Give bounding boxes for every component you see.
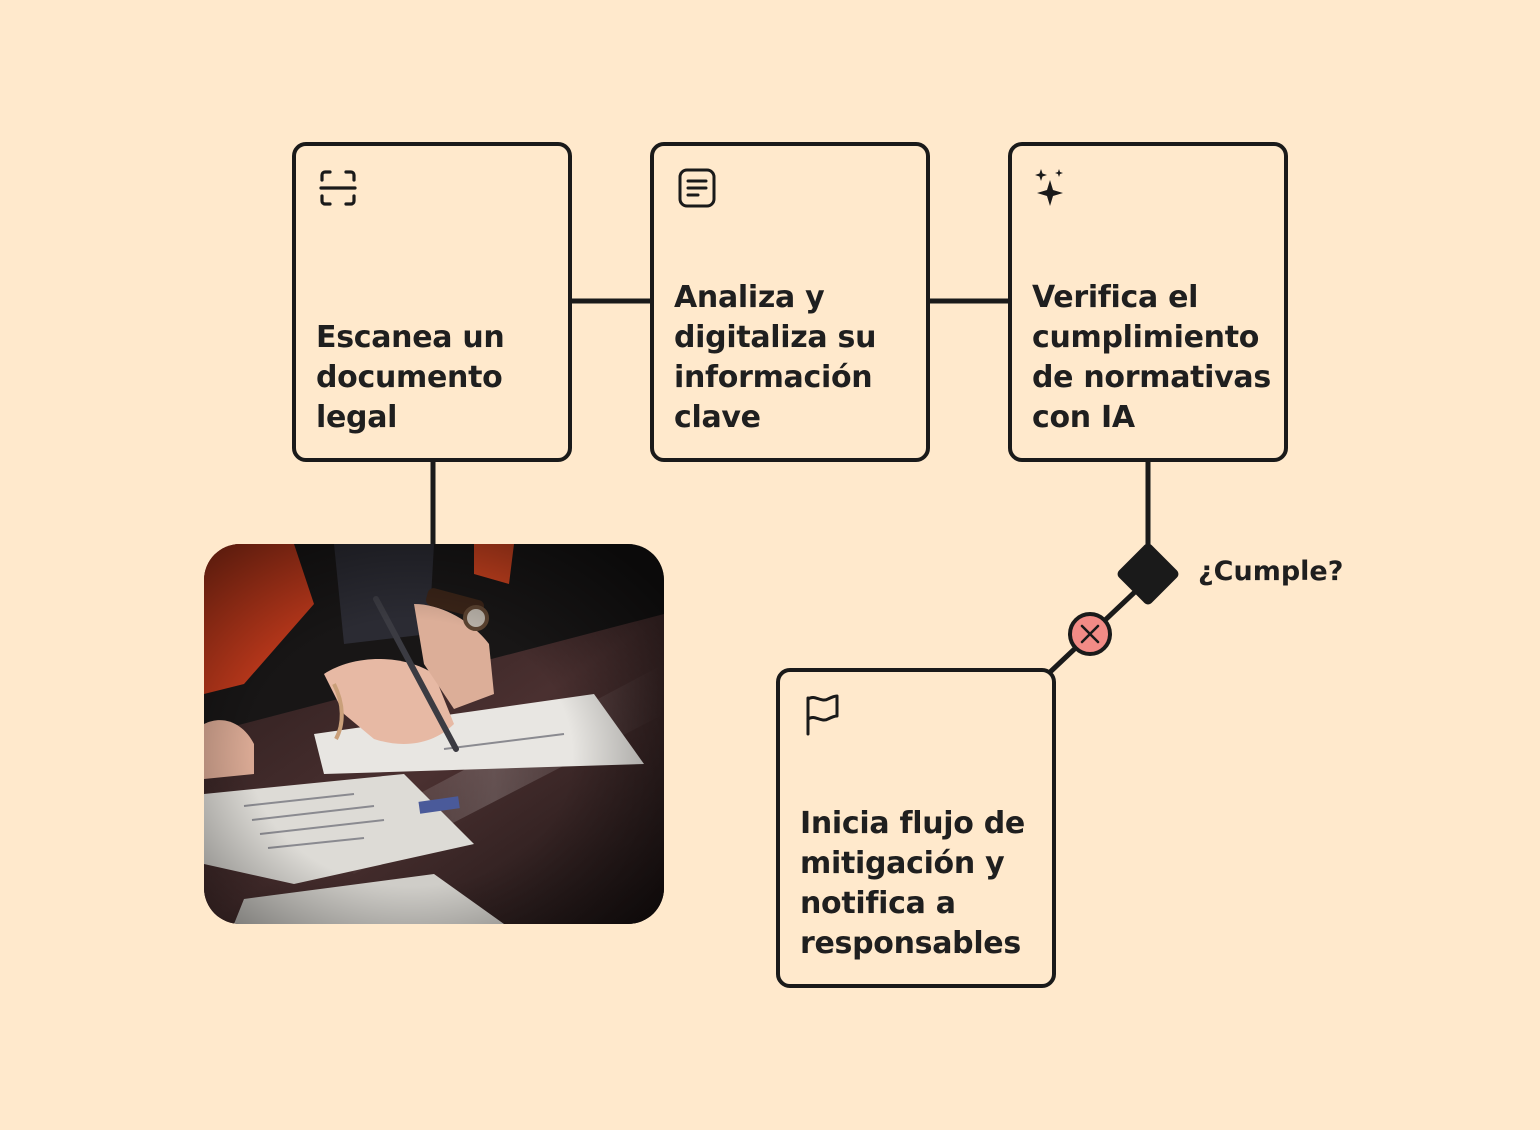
step-card-verify: Verifica el cumplimiento de normativas c… <box>1008 142 1288 462</box>
step-label: Inicia flujo de mitigación y notifica a … <box>800 806 1025 961</box>
step-card-mitigate: Inicia flujo de mitigación y notifica a … <box>776 668 1056 988</box>
step-label: Verifica el cumplimiento de normativas c… <box>1032 280 1271 435</box>
close-icon <box>1068 612 1112 656</box>
document-icon <box>678 168 716 208</box>
decision-label: ¿Cumple? <box>1198 556 1344 587</box>
decision-diamond <box>1117 543 1179 605</box>
signing-photo <box>204 544 664 924</box>
scan-icon <box>319 170 357 206</box>
step-card-scan: Escanea un documento legal <box>292 142 572 462</box>
step-label: Analiza y digitaliza su información clav… <box>674 280 877 435</box>
flag-icon <box>806 694 839 736</box>
sparkles-icon <box>1035 169 1063 206</box>
step-label: Escanea un documento legal <box>316 320 505 435</box>
step-card-analyze: Analiza y digitaliza su información clav… <box>650 142 930 462</box>
